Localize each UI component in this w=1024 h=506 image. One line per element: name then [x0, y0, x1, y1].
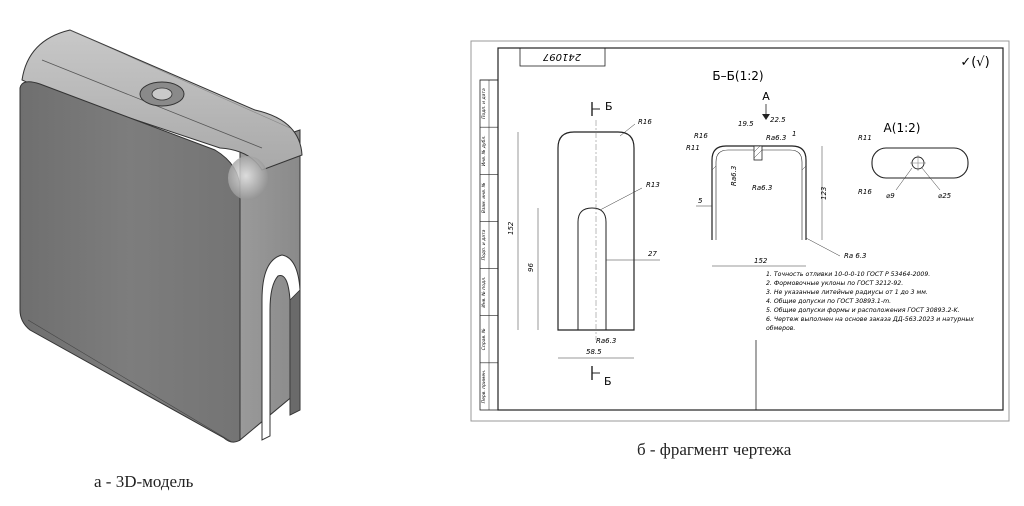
side-strip-label: Подп. и дата	[481, 88, 487, 119]
note-line: 6. Чертеж выполнен на основе заказа ДД-5…	[766, 316, 974, 323]
dim-d9: ⌀9	[886, 192, 895, 200]
dim-22-5: 22.5	[770, 116, 786, 124]
note-line: 3. Не указанные литейные радиусы от 1 до…	[766, 289, 928, 296]
side-strip-label: Взам. инв. №	[481, 182, 487, 213]
cut-label-bottom: Б	[604, 375, 612, 388]
ra63-section-1: Ra6.3	[766, 134, 786, 142]
model-3d-view	[0, 0, 330, 460]
side-strip-label: Перв. примен.	[481, 370, 487, 404]
detail-label: А(1:2)	[884, 121, 921, 135]
cut-label-top: Б	[605, 100, 613, 113]
dim-19-5: 19.5	[738, 120, 754, 128]
dim-58-5: 58.5	[586, 348, 602, 356]
technical-notes: 1. Точность отливки 10-0-0-10 ГОСТ Р 534…	[766, 271, 974, 332]
dim-1: 1	[792, 130, 796, 138]
front-view: Б Б R16 R13 152 96 27 Ra6.3 58.5	[507, 100, 660, 388]
dim-27: 27	[648, 250, 657, 258]
dim-r16-section: R16	[694, 132, 708, 140]
ra63-outer: Ra 6.3	[844, 252, 867, 260]
caption-drawing-fragment: б - фрагмент чертежа	[637, 440, 792, 459]
side-strip-label: Подп. и дата	[481, 229, 487, 260]
dim-123: 123	[820, 187, 828, 200]
note-line: 4. Общие допуски по ГОСТ 30893.1-m.	[766, 297, 891, 305]
dim-152-horizontal: 152	[754, 257, 768, 265]
detail-view-a: А(1:2) R11 R16 ⌀9 ⌀25	[858, 121, 969, 200]
dim-r11-detail: R11	[858, 134, 872, 142]
section-label: Б–Б(1:2)	[712, 69, 763, 83]
dim-r11-section: R11	[686, 144, 700, 152]
caption-3d-model: а - 3D-модель	[94, 472, 194, 491]
model-3d-illustration	[19, 29, 303, 443]
dim-d25: ⌀25	[938, 192, 952, 200]
note-line: 1. Точность отливки 10-0-0-10 ГОСТ Р 534…	[766, 271, 930, 278]
dim-96: 96	[527, 263, 535, 272]
side-strip-label: Инв. № дубл.	[481, 135, 487, 166]
doc-number: 241097	[542, 51, 581, 62]
dim-r16-detail: R16	[858, 188, 872, 196]
side-strip-label: Инв. № подл.	[481, 277, 487, 308]
ra63-section-2: Ra6.3	[730, 166, 738, 186]
view-arrow-label: А	[762, 90, 770, 103]
dim-152-vertical: 152	[507, 221, 515, 235]
roughness-symbol: ✓(√)	[960, 55, 989, 70]
ra63-section-3: Ra6.3	[752, 184, 772, 192]
dim-5: 5	[698, 197, 703, 205]
dim-r13: R13	[646, 181, 660, 189]
dim-r16-front: R16	[638, 118, 652, 126]
note-line: 5. Общие допуски формы и расположения ГО…	[766, 306, 960, 314]
side-strip-label: Справ. №	[481, 328, 487, 350]
section-view: Б–Б(1:2) А 152 123 19.5 22.5 R16 R11 Ra6…	[686, 69, 867, 267]
ra63-front: Ra6.3	[596, 337, 616, 345]
note-line: 2. Формовочные уклоны по ГОСТ 3212-92.	[766, 280, 903, 287]
note-line: обмеров.	[766, 324, 795, 332]
